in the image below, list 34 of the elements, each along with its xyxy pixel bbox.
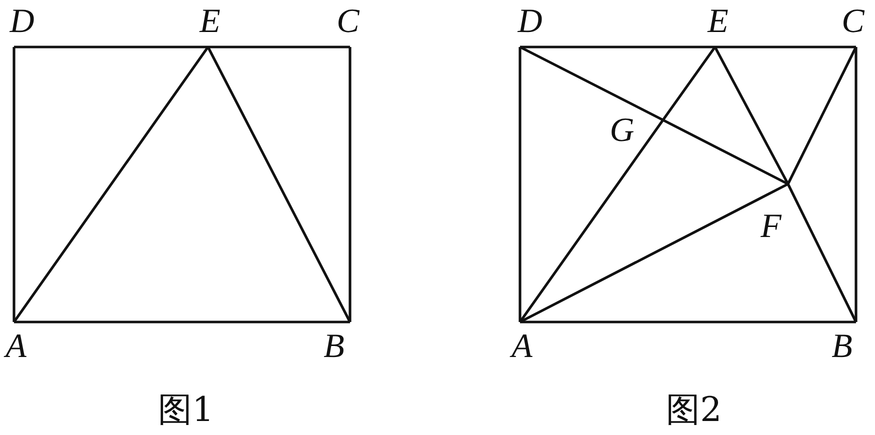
point-label: B [324,330,344,364]
line-segment [12,46,210,323]
figure-caption: 图2 [666,393,722,427]
point-label: F [760,210,782,244]
line-segment [854,47,858,322]
point-label: E [200,5,220,39]
line-segment [715,46,856,48]
point-label: D [518,5,542,39]
line-segment [519,46,664,122]
line-segment [206,46,352,323]
point-label: B [832,330,852,364]
point-label: A [6,330,26,364]
line-segment [786,183,858,323]
line-segment [208,46,350,48]
line-segment [786,46,858,185]
point-label: G [610,114,634,148]
point-label: C [336,5,360,39]
line-segment [518,119,664,323]
line-segment [12,47,16,322]
point-label: A [512,330,532,364]
line-segment [14,46,208,48]
figure-caption: 图1 [158,393,214,427]
point-label: C [842,5,864,39]
line-segment [348,47,352,322]
line-segment [520,320,856,324]
point-label: E [708,5,728,39]
point-label: D [10,5,34,39]
line-segment [714,46,790,185]
line-segment [662,46,716,121]
line-segment [519,182,789,324]
line-segment [662,118,789,186]
line-segment [518,47,522,322]
line-segment [14,320,350,324]
line-segment [520,46,715,48]
